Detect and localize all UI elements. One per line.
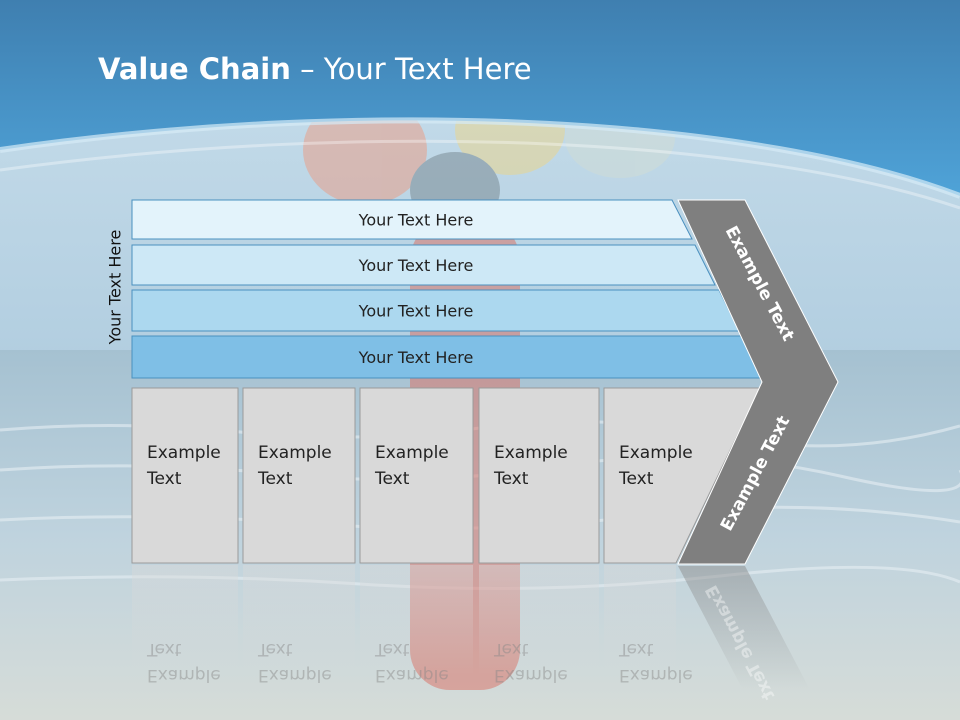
activity-box-4 xyxy=(478,387,600,564)
slide-title: Value Chain – Your Text Here xyxy=(98,52,532,86)
activity-box-reflection-line2-3: Text xyxy=(374,639,410,659)
activity-box-1 xyxy=(131,387,239,564)
activity-box-reflection-line2-1: Text xyxy=(146,639,182,659)
activity-box-line2-5: Text xyxy=(618,469,654,489)
activity-box-reflection-line1-5: Example xyxy=(619,665,693,685)
activity-box-reflection-line2-2: Text xyxy=(257,639,293,659)
activity-box-3 xyxy=(359,387,474,564)
header-swoosh-secondary xyxy=(0,139,960,210)
activity-box-line2-4: Text xyxy=(493,469,529,489)
activity-box-2 xyxy=(242,387,356,564)
value-bar-1 xyxy=(131,199,693,240)
value-bar-label-1: Your Text Here xyxy=(358,211,474,230)
activity-box-reflection-line1-3: Example xyxy=(375,665,449,685)
value-chain-chevron xyxy=(677,199,839,565)
activity-box-reflection-5 xyxy=(604,565,676,675)
value-bar-label-4: Your Text Here xyxy=(358,348,474,367)
activity-box-line1-1: Example xyxy=(147,443,221,463)
activity-box-line1-3: Example xyxy=(375,443,449,463)
header-swoosh xyxy=(0,117,960,199)
activity-box-reflection-2 xyxy=(243,565,355,675)
activity-box-reflection-line1-4: Example xyxy=(494,665,568,685)
value-bar-label-2: Your Text Here xyxy=(358,256,474,275)
activity-box-line1-4: Example xyxy=(494,443,568,463)
activity-box-reflection-3 xyxy=(360,565,473,675)
title-bold-part: Value Chain xyxy=(98,52,291,86)
activity-box-line2-1: Text xyxy=(146,469,182,489)
title-rest-part: – Your Text Here xyxy=(290,52,532,86)
side-label: Your Text Here xyxy=(105,229,125,345)
activity-box-reflection-line2-4: Text xyxy=(493,639,529,659)
activity-box-reflection-line1-2: Example xyxy=(258,665,332,685)
activity-box-reflection-1 xyxy=(132,565,238,675)
activity-box-reflection-line1-1: Example xyxy=(147,665,221,685)
activity-box-line1-2: Example xyxy=(258,443,332,463)
value-bar-2 xyxy=(131,244,716,286)
activity-box-reflection-4 xyxy=(479,565,599,675)
chevron-reflection xyxy=(678,566,810,690)
value-bar-label-3: Your Text Here xyxy=(358,302,474,321)
activity-box-line2-3: Text xyxy=(374,469,410,489)
activity-box-5 xyxy=(603,387,761,564)
header-band xyxy=(0,0,960,196)
activity-box-reflection-line2-5: Text xyxy=(618,639,654,659)
activity-box-line1-5: Example xyxy=(619,443,693,463)
activity-box-line2-2: Text xyxy=(257,469,293,489)
